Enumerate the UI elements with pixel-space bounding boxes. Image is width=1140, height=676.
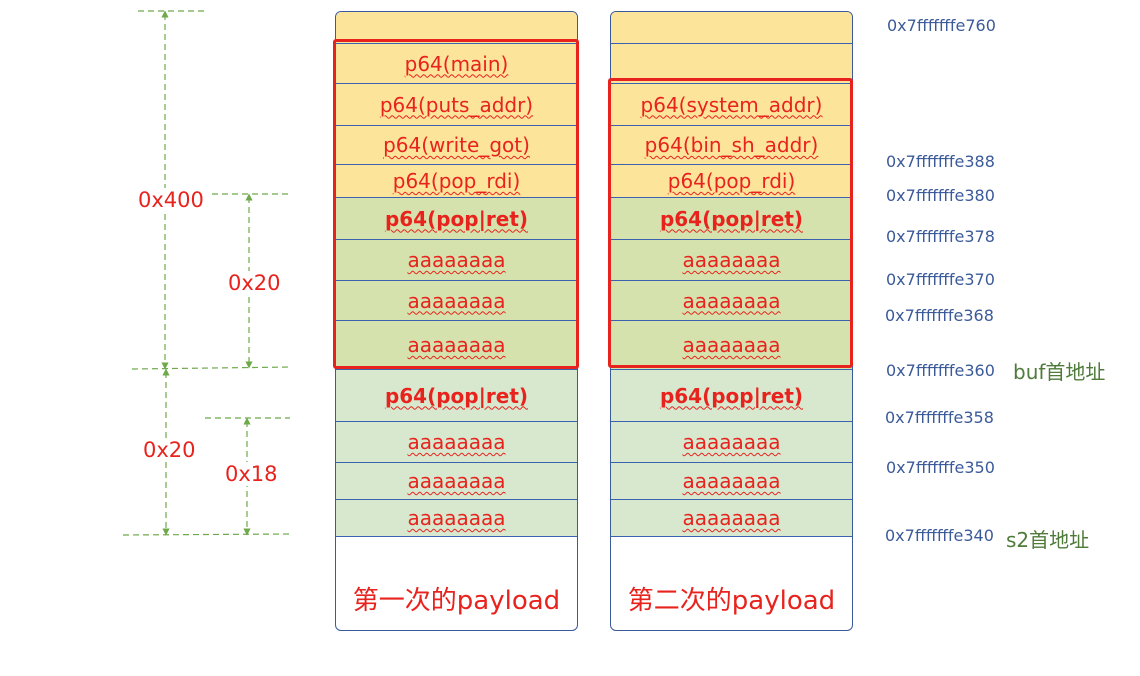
dim-label-0x400: 0x400 — [136, 188, 206, 212]
stack-divider — [336, 536, 577, 537]
stack-cell-label: p64(pop|ret) — [384, 206, 529, 231]
stack-cell: aaaaaaaa — [336, 421, 577, 462]
stack-cell — [611, 12, 852, 43]
guide-mid — [131, 366, 293, 370]
stack-cell-label: p64(puts_addr) — [379, 92, 534, 117]
buf-base-note: buf首地址 — [1013, 360, 1106, 384]
stack-cell-label: p64(write_got) — [383, 133, 530, 157]
guide-bottom — [122, 533, 291, 536]
address-label: 0x7fffffffe370 — [886, 270, 995, 289]
stack-cell: p64(pop|ret) — [611, 369, 852, 421]
dim-label-0x20-top: 0x20 — [226, 271, 283, 295]
stack-cell — [336, 12, 577, 43]
stack-cell-label: aaaaaaaa — [682, 288, 781, 313]
address-label: 0x7fffffffe760 — [887, 16, 996, 35]
stack-cell: aaaaaaaa — [611, 499, 852, 536]
stack-cell: aaaaaaaa — [336, 499, 577, 536]
highlight-box-first — [333, 39, 579, 369]
dim-label-0x20-bottom: 0x20 — [141, 438, 198, 462]
address-label: 0x7fffffffe368 — [885, 306, 994, 325]
stack-cell: aaaaaaaa — [336, 280, 577, 320]
stack-cell-label: aaaaaaaa — [407, 430, 506, 454]
address-label: 0x7fffffffe378 — [886, 227, 995, 246]
stack-cell-label: p64(pop_rdi) — [392, 169, 521, 193]
address-label: 0x7fffffffe358 — [885, 408, 994, 427]
stack-cell: aaaaaaaa — [611, 421, 852, 462]
stack-cell — [611, 43, 852, 83]
address-label: 0x7fffffffe340 — [885, 526, 994, 545]
stack-cell: p64(pop_rdi) — [336, 164, 577, 197]
stack-second-payload: aaaaaaaa aaaaaaaa aaaaaaaa p64(pop|ret) aaaa… — [610, 11, 853, 631]
stack-caption: 第一次的payload — [352, 586, 561, 616]
stack-cell-label: aaaaaaaa — [682, 430, 781, 454]
stack-first-payload: aaaaaaaa aaaaaaaa aaaaaaaa p64(pop|ret) aaaa… — [335, 11, 578, 631]
stack-cell-label: p64(pop|ret) — [659, 383, 804, 408]
highlight-box-second — [608, 78, 853, 368]
address-label: 0x7fffffffe380 — [886, 186, 995, 205]
stack-cell-label: aaaaaaaa — [682, 333, 781, 357]
stack-cell: p64(pop|ret) — [336, 197, 577, 239]
stack-cell-label: p64(pop|ret) — [384, 383, 529, 408]
stack-cell: aaaaaaaa — [611, 320, 852, 369]
stack-cell-label: p64(pop|ret) — [659, 206, 804, 231]
stack-cell: aaaaaaaa — [611, 280, 852, 320]
stack-cell-label: p64(pop_rdi) — [667, 169, 796, 193]
stack-cell: p64(main) — [336, 43, 577, 83]
stack-cell-label: p64(main) — [404, 51, 509, 76]
s2-base-note: s2首地址 — [1006, 528, 1090, 552]
stack-cell: p64(system_addr) — [611, 83, 852, 125]
stack-cell-label: aaaaaaaa — [407, 506, 506, 530]
stack-cell: p64(write_got) — [336, 125, 577, 164]
stack-cell: p64(pop_rdi) — [611, 164, 852, 197]
stack-cell: aaaaaaaa — [336, 320, 577, 369]
stack-cell: aaaaaaaa — [611, 462, 852, 499]
stack-caption: 第二次的payload — [627, 586, 836, 616]
stack-cell: p64(pop|ret) — [611, 197, 852, 239]
stack-cell: aaaaaaaa — [611, 239, 852, 280]
stack-cell: p64(bin_sh_addr) — [611, 125, 852, 164]
stack-cell-label: aaaaaaaa — [407, 469, 506, 493]
dim-label-0x18: 0x18 — [223, 462, 280, 486]
stack-cell-label: p64(system_addr) — [640, 92, 823, 117]
address-label: 0x7fffffffe388 — [886, 152, 995, 171]
stack-cell-label: aaaaaaaa — [407, 333, 506, 357]
stack-cell-label: aaaaaaaa — [682, 248, 781, 272]
stack-cell: aaaaaaaa — [336, 239, 577, 280]
stack-divider — [611, 536, 852, 537]
stack-cell-label: aaaaaaaa — [407, 288, 506, 313]
address-label: 0x7fffffffe360 — [886, 361, 995, 380]
stack-cell-label: aaaaaaaa — [407, 248, 506, 272]
address-label: 0x7fffffffe350 — [886, 458, 995, 477]
stack-cell-label: aaaaaaaa — [682, 469, 781, 493]
stack-cell: p64(pop|ret) — [336, 369, 577, 421]
stack-cell-label: aaaaaaaa — [682, 506, 781, 530]
stack-cell: aaaaaaaa — [336, 462, 577, 499]
stack-cell: p64(puts_addr) — [336, 83, 577, 125]
stack-cell-label: p64(bin_sh_addr) — [644, 133, 819, 157]
